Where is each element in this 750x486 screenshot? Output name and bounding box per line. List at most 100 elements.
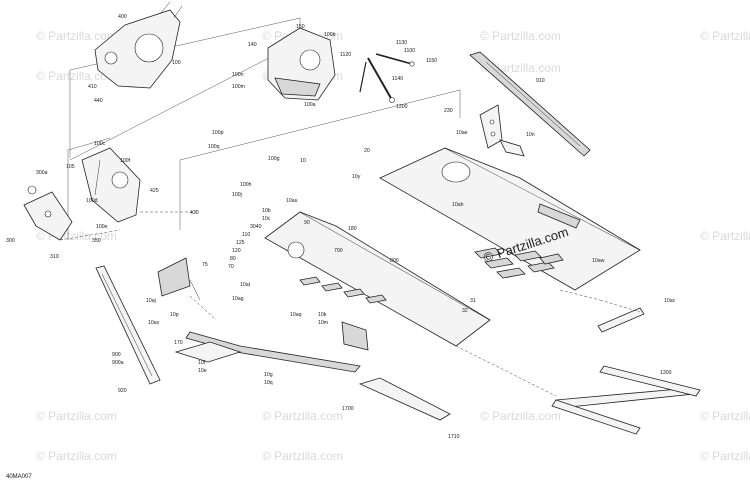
front-tunnel-part bbox=[264, 211, 491, 351]
watermark: © Partzilla.com bbox=[700, 29, 750, 43]
watermark: © Partzilla.com bbox=[480, 29, 561, 43]
part-label: 180 bbox=[348, 226, 357, 232]
part-label: 100f bbox=[120, 158, 131, 164]
part-label: 10g bbox=[264, 372, 273, 378]
part-label: 100a bbox=[304, 102, 316, 108]
part-label: 170 bbox=[174, 340, 183, 346]
watermark: © Partzilla.com bbox=[262, 449, 343, 463]
part-label: 10p bbox=[170, 312, 179, 318]
rear-tunnel-part bbox=[379, 147, 641, 291]
part-label: 80 bbox=[230, 256, 236, 262]
part-label: 140 bbox=[248, 42, 257, 48]
part-label: 440 bbox=[94, 98, 103, 104]
part-label: 10at bbox=[240, 282, 251, 288]
part-label: 100q bbox=[208, 144, 220, 150]
part-label: 300 bbox=[6, 238, 15, 244]
part-label: 10c bbox=[262, 216, 271, 222]
steering-rods-part bbox=[359, 53, 415, 103]
part-label: 790 bbox=[334, 248, 343, 254]
part-label: 10ah bbox=[452, 202, 464, 208]
watermark: © Partzilla.com bbox=[36, 409, 117, 423]
front-bulkhead-part bbox=[94, 1, 183, 89]
watermark: © Partzilla.com bbox=[36, 69, 117, 83]
part-label: 1200 bbox=[396, 104, 408, 110]
front-rail-part bbox=[95, 265, 161, 385]
part-label: 10y bbox=[352, 174, 361, 180]
watermark: © Partzilla.com bbox=[262, 409, 343, 423]
part-label: 10av bbox=[148, 320, 160, 326]
part-label: 100d bbox=[86, 198, 98, 204]
rear-bracket-part bbox=[479, 104, 525, 157]
part-label: 1150 bbox=[426, 58, 437, 64]
watermark: © Partzilla.com bbox=[700, 229, 750, 243]
part-label: 10aj bbox=[146, 298, 156, 304]
part-label: 150 bbox=[296, 24, 305, 30]
part-label: 10ag bbox=[232, 296, 244, 302]
part-label: 350 bbox=[92, 238, 101, 244]
part-label: 100g bbox=[268, 156, 280, 162]
part-label: 100n bbox=[232, 72, 244, 78]
front-tunnel-slots bbox=[299, 276, 387, 304]
part-label: 10n bbox=[526, 132, 535, 138]
part-label: 110 bbox=[242, 232, 250, 238]
part-label: 230 bbox=[444, 108, 453, 114]
watermark: © Partzilla.com bbox=[480, 409, 561, 423]
watermark: © Partzilla.com bbox=[700, 449, 750, 463]
part-label: 10k bbox=[318, 312, 327, 318]
part-label: 10f bbox=[198, 360, 206, 366]
assembly-frame-100 bbox=[69, 17, 301, 161]
part-label: 1140 bbox=[392, 76, 403, 82]
part-label: 430 bbox=[190, 210, 199, 216]
part-label: 1700 bbox=[342, 406, 354, 412]
part-label: 910 bbox=[536, 78, 545, 84]
grille-bracket-part bbox=[157, 257, 201, 301]
part-label: 300a bbox=[36, 170, 48, 176]
lower-runner-part bbox=[174, 331, 361, 373]
part-label: 10ae bbox=[456, 130, 468, 136]
part-label: 900 bbox=[112, 352, 121, 358]
part-label: 70 bbox=[228, 264, 234, 270]
assembly-frame-10 bbox=[179, 89, 461, 230]
part-label: 20 bbox=[364, 148, 370, 154]
watermark: © Partzilla.com bbox=[700, 409, 750, 423]
part-label: 10au bbox=[286, 198, 298, 204]
leader-lines bbox=[59, 211, 641, 397]
rear-bumper-part bbox=[551, 365, 701, 435]
part-label: 400 bbox=[118, 14, 127, 20]
part-label: 1100 bbox=[404, 48, 415, 54]
part-label: 100e bbox=[96, 224, 108, 230]
part-label: 100p bbox=[212, 130, 224, 136]
part-label: 1710 bbox=[448, 434, 460, 440]
part-label: 10aq bbox=[290, 312, 302, 318]
drawing-code: 40MA007 bbox=[6, 474, 32, 480]
part-label: 105 bbox=[66, 164, 75, 170]
part-label: 410 bbox=[88, 84, 97, 90]
part-label: 32 bbox=[462, 308, 468, 314]
part-label: 100j bbox=[232, 192, 242, 198]
part-label: 10b bbox=[262, 208, 271, 214]
part-label: 800 bbox=[390, 258, 399, 264]
part-label: 120 bbox=[232, 248, 241, 254]
part-label: 75 bbox=[202, 262, 208, 268]
part-label: 100 bbox=[172, 60, 181, 66]
part-label: 1300 bbox=[660, 370, 672, 376]
part-label: 920 bbox=[118, 388, 127, 394]
part-label: 100h bbox=[240, 182, 252, 188]
side-trim-strip-part bbox=[469, 51, 591, 157]
part-label: 10q bbox=[264, 380, 273, 386]
part-label: 90 bbox=[304, 220, 310, 226]
part-label: 10ac bbox=[664, 298, 676, 304]
part-label: 310 bbox=[50, 254, 59, 260]
part-label: 1130 bbox=[396, 40, 407, 46]
left-bracket-part bbox=[23, 185, 73, 241]
part-label: 425 bbox=[150, 188, 159, 194]
part-label: 100m bbox=[232, 84, 245, 90]
part-label: 31 bbox=[470, 298, 476, 304]
part-label: 10m bbox=[318, 320, 328, 326]
part-label: 100b bbox=[324, 32, 336, 38]
part-labels: 400 100 410 440 150 140 100b 100n 100m 1… bbox=[6, 14, 676, 440]
part-label: 100c bbox=[94, 141, 106, 147]
part-label: 10 bbox=[300, 158, 306, 164]
tunnel-slots bbox=[474, 247, 564, 279]
